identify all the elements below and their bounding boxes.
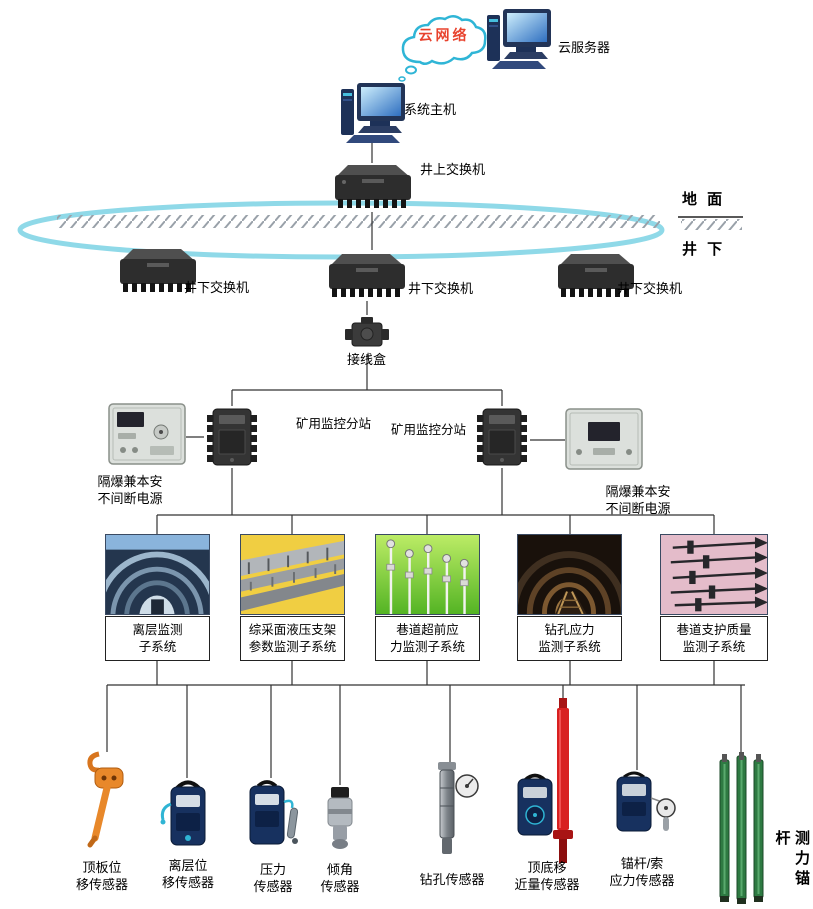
subsystem-image-support-quality (660, 534, 768, 615)
ups-right-label: 隔爆兼本安 不间断电源 (605, 484, 671, 516)
ground-separator-hatch (681, 219, 742, 230)
system-host-label: 系统主机 (404, 102, 457, 117)
surface-switch-label: 井上交换机 (420, 162, 486, 177)
ups-left-icon (108, 403, 186, 465)
separation-displacement-sensor-label: 离层位 移传感器 (161, 858, 214, 890)
ups-left-label: 隔爆兼本安 不间断电源 (97, 474, 163, 506)
surface-switch-icon (332, 158, 414, 212)
convergence-sensor-icon (510, 770, 560, 848)
substation-left-label: 矿用监控分站 (296, 417, 372, 431)
borehole-sensor-icon (422, 760, 482, 862)
underground-switch-left-icon (117, 242, 199, 296)
underground-switch-left-label: 井下交换机 (184, 280, 250, 295)
subsystem-label-roof-separation: 离层监测 子系统 (105, 616, 210, 661)
cloud-label: 云网络 (418, 27, 470, 43)
cloud-server-icon (486, 8, 552, 70)
subsystem-image-hydraulic-support (240, 534, 345, 615)
ground-surface-hatch (57, 215, 660, 228)
inclination-sensor-label: 倾角 传感器 (320, 862, 360, 894)
junction-box-icon (343, 314, 391, 354)
convergence-prop-icon (551, 698, 575, 868)
cloud-server-label: 云服务器 (558, 40, 611, 55)
convergence-sensor-label: 顶底移 近量传感器 (514, 860, 580, 892)
pressure-sensor-label: 压力 传感器 (253, 862, 293, 894)
underground-switch-middle-icon (326, 247, 408, 301)
ups-right-icon (565, 408, 643, 470)
substation-right-label: 矿用监控分站 (391, 423, 467, 437)
load-anchor-rods-icon (716, 752, 768, 906)
substation-right-icon (474, 406, 530, 468)
anchor-stress-sensor-label: 锚杆/索 应力传感器 (609, 856, 675, 888)
system-host-icon (340, 82, 406, 144)
cable-lines (106, 143, 745, 785)
substation-left-icon (204, 406, 260, 468)
pressure-sensor-icon (240, 776, 306, 856)
subsystem-label-support-quality: 巷道支护质量 监测子系统 (660, 616, 768, 661)
borehole-sensor-label: 钻孔传感器 (419, 872, 485, 887)
junction-box-label: 接线盒 (347, 352, 387, 367)
subsystem-image-advance-stress (375, 534, 480, 615)
subsystem-label-borehole-stress: 钻孔应力 监测子系统 (517, 616, 622, 661)
anchor-stress-sensor-icon (610, 768, 680, 848)
cloud-shape (390, 10, 495, 84)
ground-label: 地 面 (682, 191, 726, 208)
underground-switch-right-label: 井下交换机 (617, 281, 683, 296)
underground-switch-right-icon (555, 247, 637, 301)
inclination-sensor-icon (319, 783, 361, 853)
roof-displacement-sensor-label: 顶板位 移传感器 (75, 860, 128, 892)
subsystem-image-borehole-stress (517, 534, 622, 615)
underground-label: 井 下 (682, 241, 726, 258)
load-anchor-rods-label: 测力锚杆 (773, 830, 811, 890)
subsystem-label-hydraulic-support: 综采面液压支架 参数监测子系统 (240, 616, 345, 661)
underground-switch-middle-label: 井下交换机 (408, 281, 474, 296)
roof-displacement-sensor-icon (83, 750, 133, 848)
subsystem-image-roof-separation (105, 534, 210, 615)
separation-displacement-sensor-icon (157, 776, 217, 856)
subsystem-label-advance-stress: 巷道超前应 力监测子系统 (375, 616, 480, 661)
